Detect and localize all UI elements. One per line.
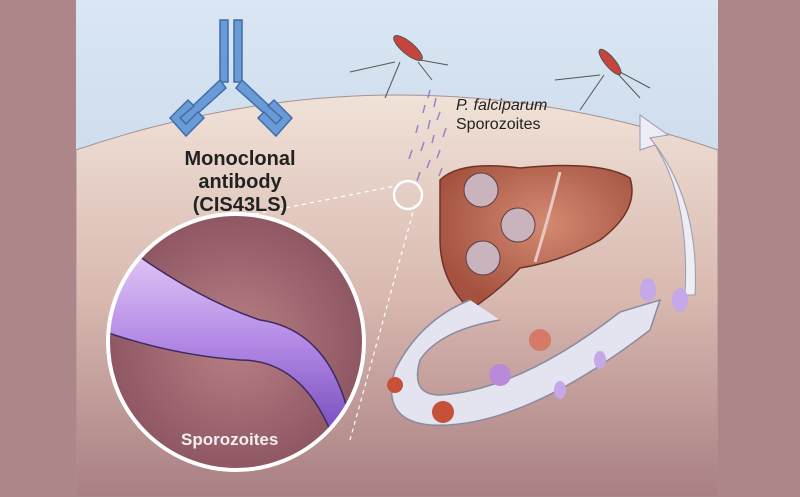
antibody-icon (168, 19, 294, 138)
frame-right (718, 0, 800, 497)
mosquito-icon (349, 35, 651, 111)
blood-cycle-arrow (390, 298, 662, 426)
antibody-label-line1: Monoclonal (184, 148, 296, 170)
stage-label: Sporozoites (456, 116, 541, 133)
return-arrow (639, 114, 696, 296)
species-label: P. falciparum (456, 97, 548, 114)
inset-label: Sporozoites (181, 430, 279, 449)
antibody-label-line2: antibody (CIS43LS) (192, 171, 288, 216)
sporozoite-spray (408, 89, 447, 182)
red-blood-cells (387, 278, 688, 423)
zoom-source-circle (392, 179, 424, 211)
sporozoite-inset (106, 212, 366, 472)
antibody-label: Monoclonal antibody (CIS43LS) (150, 148, 330, 217)
parasite-label: P. falciparum Sporozoites (456, 96, 547, 134)
hepatocyte-cysts (463, 172, 536, 276)
frame-left (0, 0, 76, 497)
